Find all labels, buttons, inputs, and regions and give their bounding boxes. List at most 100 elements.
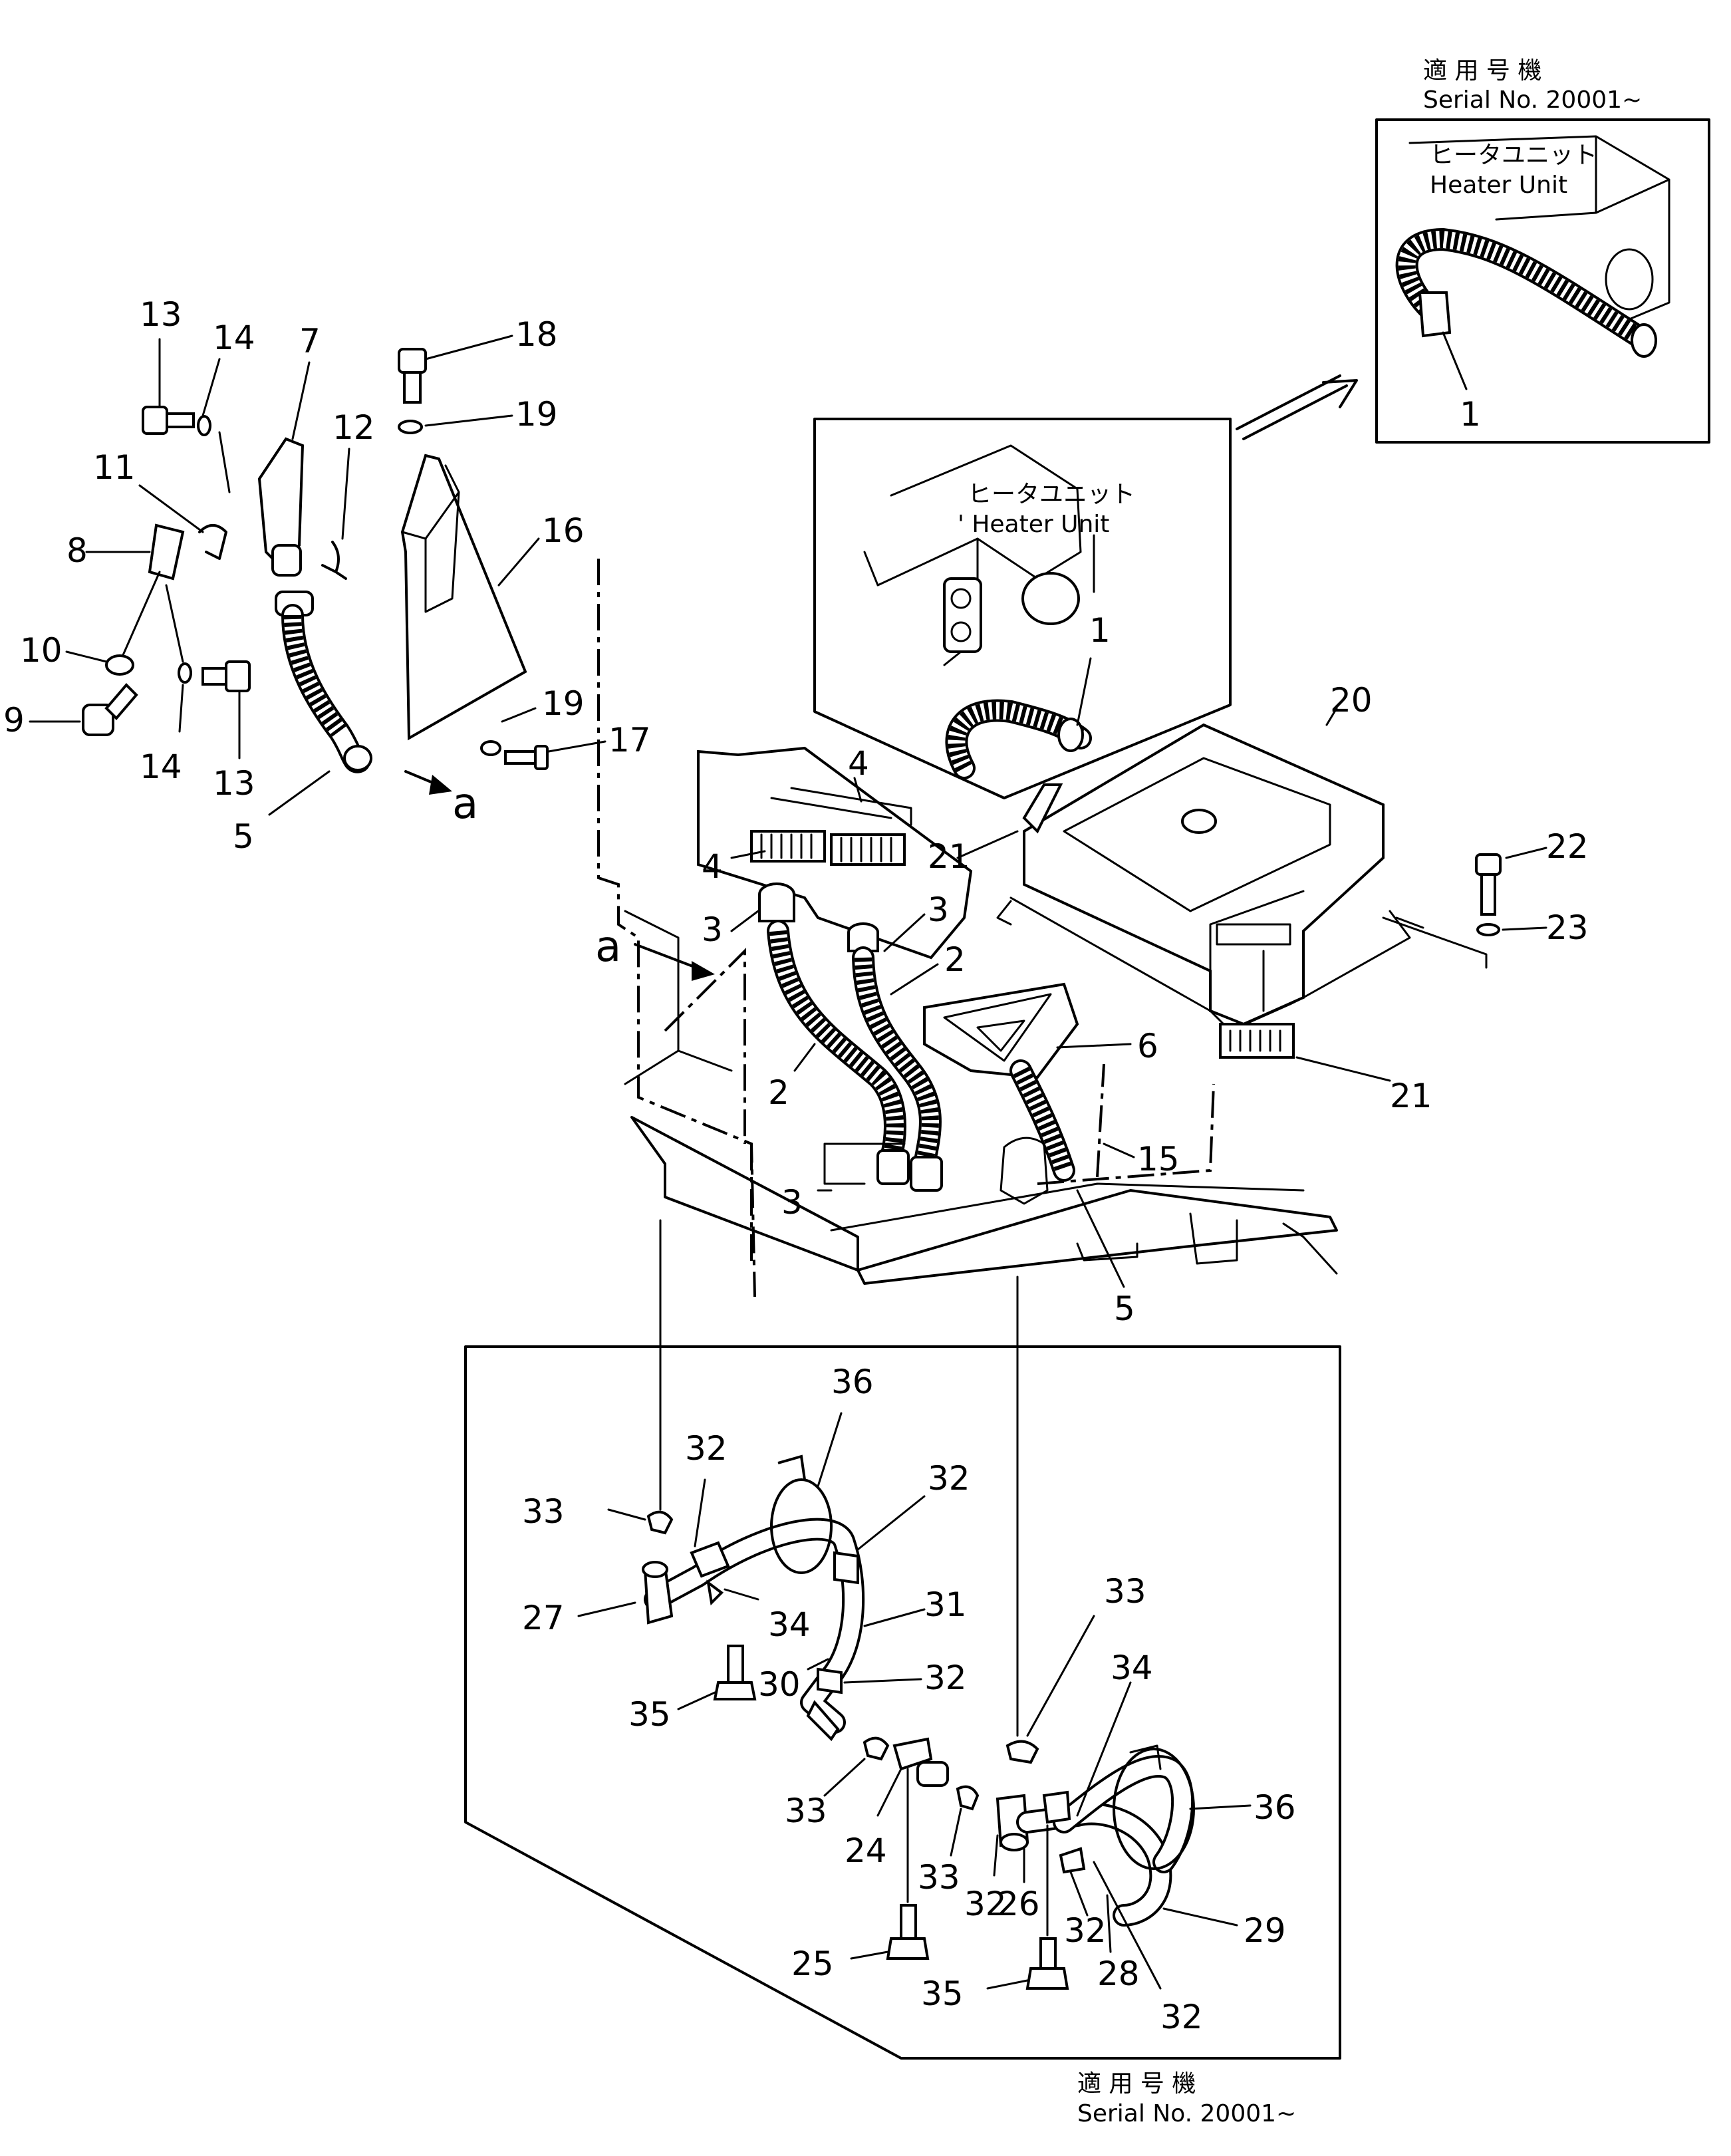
bolt-icon [713, 1645, 757, 1700]
inset-frame-top [1375, 118, 1710, 444]
part-21-upper: 21 [928, 837, 970, 876]
clamp-icon [1059, 1847, 1086, 1874]
clamp-icon [1042, 1790, 1071, 1824]
part-33-lower-left: 33 [785, 1792, 827, 1830]
callout-a-center: a [595, 922, 621, 972]
clamp-icon [863, 1736, 890, 1761]
clamp-icon [646, 1510, 674, 1535]
washer-icon [105, 654, 134, 676]
plate-bracket [148, 523, 185, 581]
part-13-top: 13 [140, 295, 182, 334]
inset-top-right: 適 用 号 機 Serial No. 20001~ ヒータユニット Heater… [1375, 57, 1710, 444]
floor-edge-left [630, 1116, 859, 1272]
part-32-lower-mid: 32 [1064, 1911, 1107, 1950]
part-36-top: 36 [831, 1363, 874, 1401]
part-33-lower-mid: 33 [918, 1858, 960, 1897]
part-14-top: 14 [213, 319, 255, 357]
part-25: 25 [791, 1945, 834, 1983]
part-35-left: 35 [628, 1695, 671, 1734]
part-18: 18 [515, 315, 558, 354]
part-11: 11 [93, 448, 136, 487]
part-32-top-left: 32 [685, 1429, 728, 1468]
part-27: 27 [522, 1599, 565, 1637]
inset-heater-small-en: Heater Unit [1430, 172, 1567, 199]
part-34-left: 34 [768, 1605, 811, 1644]
bolt-icon [1025, 1937, 1069, 1990]
part-15: 15 [1137, 1140, 1180, 1178]
bolt-icon [398, 348, 427, 404]
part-32-middle: 32 [924, 1659, 967, 1697]
part-8: 8 [67, 531, 88, 570]
part-24: 24 [845, 1831, 887, 1870]
clamp-icon [770, 1478, 833, 1574]
part-2-right: 2 [944, 940, 966, 979]
part-16: 16 [542, 511, 585, 550]
clamp-icon [198, 524, 227, 560]
bolt-icon [142, 406, 195, 435]
clamp-icon [833, 1551, 859, 1585]
serial-note-bottom-jp: 適 用 号 機 [1077, 2070, 1196, 2097]
part-32-lower-right: 32 [1160, 1998, 1203, 2036]
floor-edge-front [857, 1189, 1338, 1285]
inset-heater-main-en: ' Heater Unit [958, 511, 1109, 538]
part-22: 22 [1546, 827, 1589, 866]
pipe-31 [646, 1520, 863, 1731]
part-17: 17 [608, 721, 651, 759]
part-33-top: 33 [522, 1492, 565, 1531]
part-23: 23 [1546, 908, 1589, 947]
washer-icon [480, 740, 501, 756]
part-12: 12 [333, 408, 375, 447]
serial-note-bottom-en: Serial No. 20001~ [1077, 2100, 1296, 2127]
inset-frame-heater [813, 418, 1232, 799]
part-26: 26 [998, 1885, 1040, 1923]
part-3-upper-left: 3 [702, 910, 723, 949]
part-19-top: 19 [515, 395, 558, 434]
part-4-top: 4 [848, 744, 869, 783]
clamp-icon [1005, 1740, 1039, 1764]
part-21-right: 21 [1390, 1077, 1432, 1115]
part-32-lower-left: 32 [964, 1885, 1007, 1923]
washer-icon [398, 420, 423, 434]
inset-bottom: 適 用 号 機 Serial No. 20001~ 36 33 32 32 31… [464, 1345, 1341, 2127]
part-1-main: 1 [1089, 611, 1111, 650]
heater-outlet [1605, 248, 1654, 311]
part-1-top: 1 [1460, 395, 1481, 434]
vent-grille-icon [1219, 1023, 1295, 1059]
clamp-icon [956, 1785, 980, 1811]
part-7: 7 [299, 322, 321, 360]
console-cover [1023, 723, 1385, 1026]
part-9: 9 [3, 701, 25, 740]
washer-icon [1476, 923, 1500, 936]
hose-icon [855, 957, 939, 1166]
part-29: 29 [1244, 1911, 1286, 1950]
part-14-bottom: 14 [140, 747, 182, 786]
left-parts: 13 14 7 12 11 8 10 9 [3, 295, 651, 856]
heater-unit-box [1408, 135, 1670, 321]
part-4-left: 4 [702, 847, 723, 886]
part-36-right: 36 [1254, 1788, 1296, 1827]
part-5-left: 5 [233, 817, 254, 856]
part-32-top-right: 32 [928, 1459, 970, 1498]
inset-heater-main: ヒータユニット ' Heater Unit 1 [813, 418, 1232, 799]
inset-heater-small-jp: ヒータユニット [1430, 142, 1597, 169]
vent-grille-icon [750, 787, 912, 866]
part-33-right: 33 [1104, 1572, 1146, 1611]
hose-icon [284, 614, 346, 737]
washer-icon [197, 415, 211, 436]
callout-a-left: a [452, 779, 478, 829]
bolt-icon [201, 660, 251, 692]
bolt-icon [1475, 853, 1502, 916]
part-6: 6 [1137, 1027, 1158, 1065]
washer-icon [178, 662, 192, 684]
part-28: 28 [1097, 1954, 1140, 1993]
air-duct [923, 982, 1079, 1079]
hose-icon [1013, 1067, 1073, 1174]
part-13-bottom: 13 [213, 764, 255, 803]
bolt-icon [504, 745, 549, 770]
clamp-icon [817, 1667, 843, 1694]
part-35-bottom: 35 [921, 1974, 964, 2013]
elbow-30 [806, 1700, 840, 1742]
part-20: 20 [1330, 681, 1373, 720]
part-31: 31 [924, 1585, 967, 1624]
